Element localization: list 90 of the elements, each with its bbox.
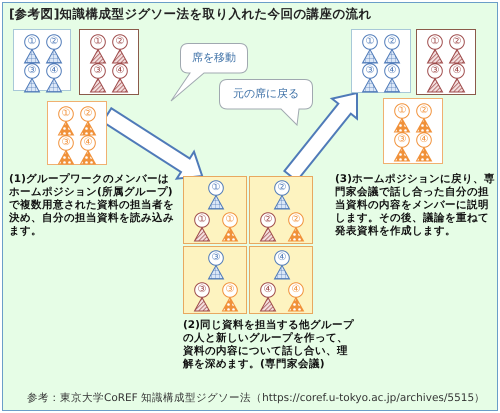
person-figure bbox=[361, 63, 379, 93]
source-note: 参考：東京大学CoREF 知識構成型ジグソー法（https://coref.u-tokyo.ac.jp/archives/5515） bbox=[27, 391, 486, 405]
person-number: ① bbox=[430, 35, 440, 49]
person-figure bbox=[426, 63, 444, 93]
person-number: ③ bbox=[430, 64, 440, 78]
person-figure bbox=[448, 34, 466, 64]
person-number: ③ bbox=[26, 64, 38, 78]
person-number: ③ bbox=[92, 64, 104, 78]
person-number: ② bbox=[290, 213, 302, 227]
person-figure bbox=[259, 212, 277, 242]
person-number: ③ bbox=[60, 136, 72, 150]
person-number: ② bbox=[48, 35, 60, 49]
person-figure bbox=[415, 103, 433, 133]
description-text: (1)グループワークのメンバーはホームポジション(所属グループ)で複数用意された資料の担当者を決め、自分の担当資料を読み込みます。 bbox=[9, 173, 175, 238]
person-number: ① bbox=[60, 107, 72, 121]
bubble-text: 元の席に戻る bbox=[232, 86, 300, 102]
person-number: ③ bbox=[196, 283, 208, 297]
person-figure bbox=[89, 34, 107, 64]
person-number: ④ bbox=[386, 64, 398, 78]
person-number: ① bbox=[196, 213, 208, 227]
description-text: (2)同じ資料を担当する他グループの人と新しいグループを作って、資料の内容について話し合い、理解を深めます。(専門家会議) bbox=[183, 319, 355, 371]
person-figure bbox=[79, 106, 97, 136]
person-figure bbox=[393, 132, 411, 162]
person-figure bbox=[111, 34, 129, 64]
person-number: ① bbox=[26, 35, 38, 49]
person-number: ④ bbox=[82, 136, 94, 150]
person-figure bbox=[415, 132, 433, 162]
person-number: ④ bbox=[276, 251, 288, 265]
person-figure bbox=[45, 34, 63, 64]
person-number: ② bbox=[262, 213, 274, 227]
person-figure bbox=[207, 250, 225, 280]
group-box bbox=[249, 246, 313, 314]
person-figure bbox=[221, 282, 239, 312]
group-box bbox=[79, 29, 139, 95]
person-figure bbox=[361, 34, 379, 64]
person-number: ① bbox=[92, 35, 104, 49]
person-figure bbox=[273, 250, 291, 280]
description-text: (3)ホームポジションに戻り、専門家会議で話し合った自分の担当資料の内容をメンバーに説明します。その後、議論を重ねて発表資料を作成します。 bbox=[335, 173, 496, 238]
person-figure bbox=[259, 282, 277, 312]
person-figure bbox=[57, 106, 75, 136]
group-box bbox=[383, 98, 443, 164]
person-figure bbox=[111, 63, 129, 93]
person-number: ③ bbox=[224, 283, 236, 297]
person-figure bbox=[273, 180, 291, 210]
person-figure bbox=[207, 180, 225, 210]
person-number: ② bbox=[114, 35, 126, 49]
person-number: ① bbox=[396, 104, 408, 118]
group-box bbox=[183, 246, 247, 314]
person-figure bbox=[23, 34, 41, 64]
person-number: ④ bbox=[452, 64, 462, 78]
person-figure bbox=[89, 63, 107, 93]
title: [参考図]知識構成型ジグソー法を取り入れた今回の講座の流れ bbox=[9, 6, 372, 23]
person-figure bbox=[23, 63, 41, 93]
person-number: ④ bbox=[114, 64, 126, 78]
person-figure bbox=[383, 63, 401, 93]
person-number: ④ bbox=[262, 283, 274, 297]
person-number: ④ bbox=[48, 64, 60, 78]
person-number: ① bbox=[210, 181, 222, 195]
person-figure bbox=[287, 282, 305, 312]
person-number: ② bbox=[82, 107, 94, 121]
person-number: ② bbox=[452, 35, 462, 49]
person-number: ② bbox=[418, 104, 430, 118]
person-figure bbox=[383, 34, 401, 64]
group-box bbox=[416, 29, 476, 95]
person-figure bbox=[448, 63, 466, 93]
person-figure bbox=[393, 103, 411, 133]
person-figure bbox=[79, 135, 97, 165]
person-number: ③ bbox=[396, 133, 408, 147]
person-figure bbox=[45, 63, 63, 93]
group-box bbox=[249, 176, 313, 244]
person-figure bbox=[193, 282, 211, 312]
person-number: ③ bbox=[210, 251, 222, 265]
group-box bbox=[183, 176, 247, 244]
person-number: ③ bbox=[364, 64, 376, 78]
person-figure bbox=[426, 34, 444, 64]
group-box bbox=[13, 29, 71, 91]
group-box bbox=[351, 29, 411, 93]
person-number: ① bbox=[224, 213, 236, 227]
person-figure bbox=[193, 212, 211, 242]
person-figure bbox=[57, 135, 75, 165]
bubble-text: 席を移動 bbox=[191, 50, 237, 66]
person-number: ② bbox=[276, 181, 288, 195]
person-number: ④ bbox=[418, 133, 430, 147]
person-number: ① bbox=[364, 35, 376, 49]
person-number: ④ bbox=[290, 283, 302, 297]
person-figure bbox=[221, 212, 239, 242]
person-number: ② bbox=[386, 35, 398, 49]
speech-bubble bbox=[219, 79, 315, 127]
person-figure bbox=[287, 212, 305, 242]
group-box bbox=[47, 101, 107, 165]
